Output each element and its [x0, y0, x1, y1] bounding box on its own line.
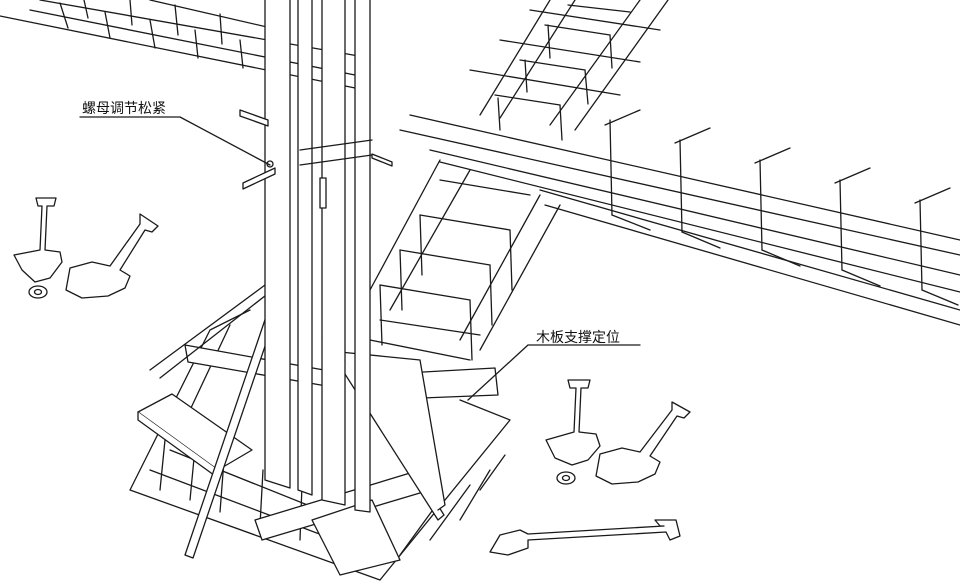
rebar-cage-upper-left: [0, 0, 371, 91]
annotation-board-support: 木板支撑定位: [536, 330, 620, 346]
shovel-icon: [13, 197, 63, 283]
shovel-icon: [65, 213, 159, 299]
bolts: [239, 109, 393, 209]
rebar-cage-lower: [369, 159, 561, 361]
shovel-icon: [545, 379, 601, 466]
shovel-icon: [595, 401, 691, 485]
annotation-nut-adjust: 螺母调节松紧: [82, 101, 166, 117]
vertical-column: [264, 0, 373, 513]
rebar-cage-right: [399, 109, 960, 326]
rebar-cage-upper-right: [469, 0, 669, 141]
shovel-icon: [489, 519, 681, 556]
nut-icon: [28, 285, 48, 299]
leader-lines: [79, 116, 641, 401]
nut-icon: [556, 471, 576, 485]
